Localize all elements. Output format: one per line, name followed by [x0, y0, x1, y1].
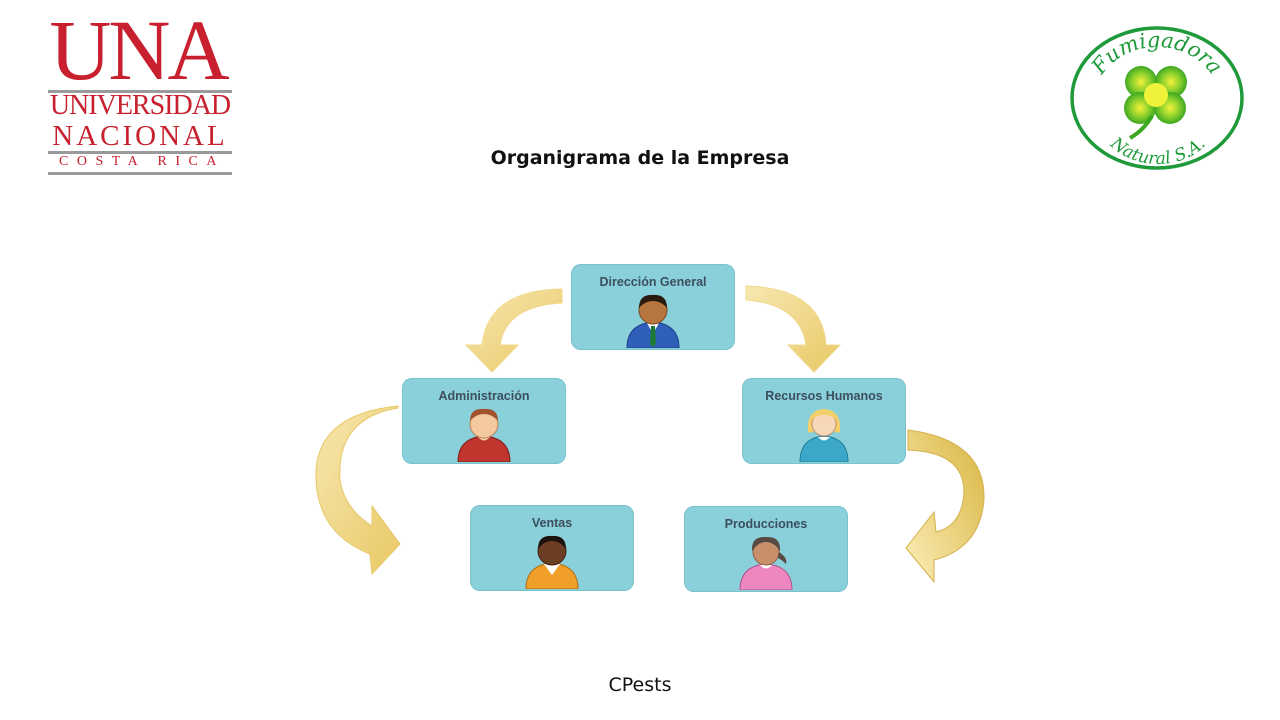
- person-pink-icon: [739, 536, 793, 590]
- person-orange-icon: [525, 535, 579, 589]
- person-blonde-icon: [799, 409, 849, 462]
- una-logo-line2: NACIONAL: [52, 120, 228, 152]
- arrow-to-recursos-humanos: [745, 285, 842, 373]
- una-logo-line1: UNIVERSIDAD: [49, 90, 231, 121]
- una-logo: UNA UNIVERSIDAD NACIONAL COSTA RICA: [40, 2, 236, 176]
- node-label: Recursos Humanos: [765, 389, 883, 403]
- node-recursos-humanos: Recursos Humanos: [742, 378, 906, 464]
- footer-text: CPests: [608, 674, 672, 696]
- arrow-to-ventas: [315, 405, 401, 576]
- fumigadora-logo: Fumigadora Natural S.A.: [1070, 26, 1244, 170]
- node-label: Ventas: [531, 516, 573, 530]
- node-label: Producciones: [724, 517, 808, 531]
- businessman-icon: [626, 294, 680, 348]
- una-logo-rule: [48, 151, 232, 154]
- node-administracion: Administración: [402, 378, 566, 464]
- node-direccion-general: Dirección General: [571, 264, 735, 350]
- una-logo-line3: COSTA RICA: [59, 154, 225, 169]
- una-logo-rule: [48, 172, 232, 175]
- node-ventas: Ventas: [470, 505, 634, 591]
- page-title: Organigrama de la Empresa: [490, 147, 790, 169]
- person-red-icon: [457, 408, 511, 462]
- una-logo-rule: [48, 90, 232, 93]
- clover-icon: [1124, 66, 1187, 140]
- una-logo-acronym: UNA: [49, 2, 229, 98]
- node-label: Dirección General: [599, 275, 707, 289]
- node-producciones: Producciones: [684, 506, 848, 592]
- arrow-to-producciones: [905, 429, 985, 584]
- node-label: Administración: [438, 389, 530, 403]
- arrow-to-administracion: [464, 288, 563, 373]
